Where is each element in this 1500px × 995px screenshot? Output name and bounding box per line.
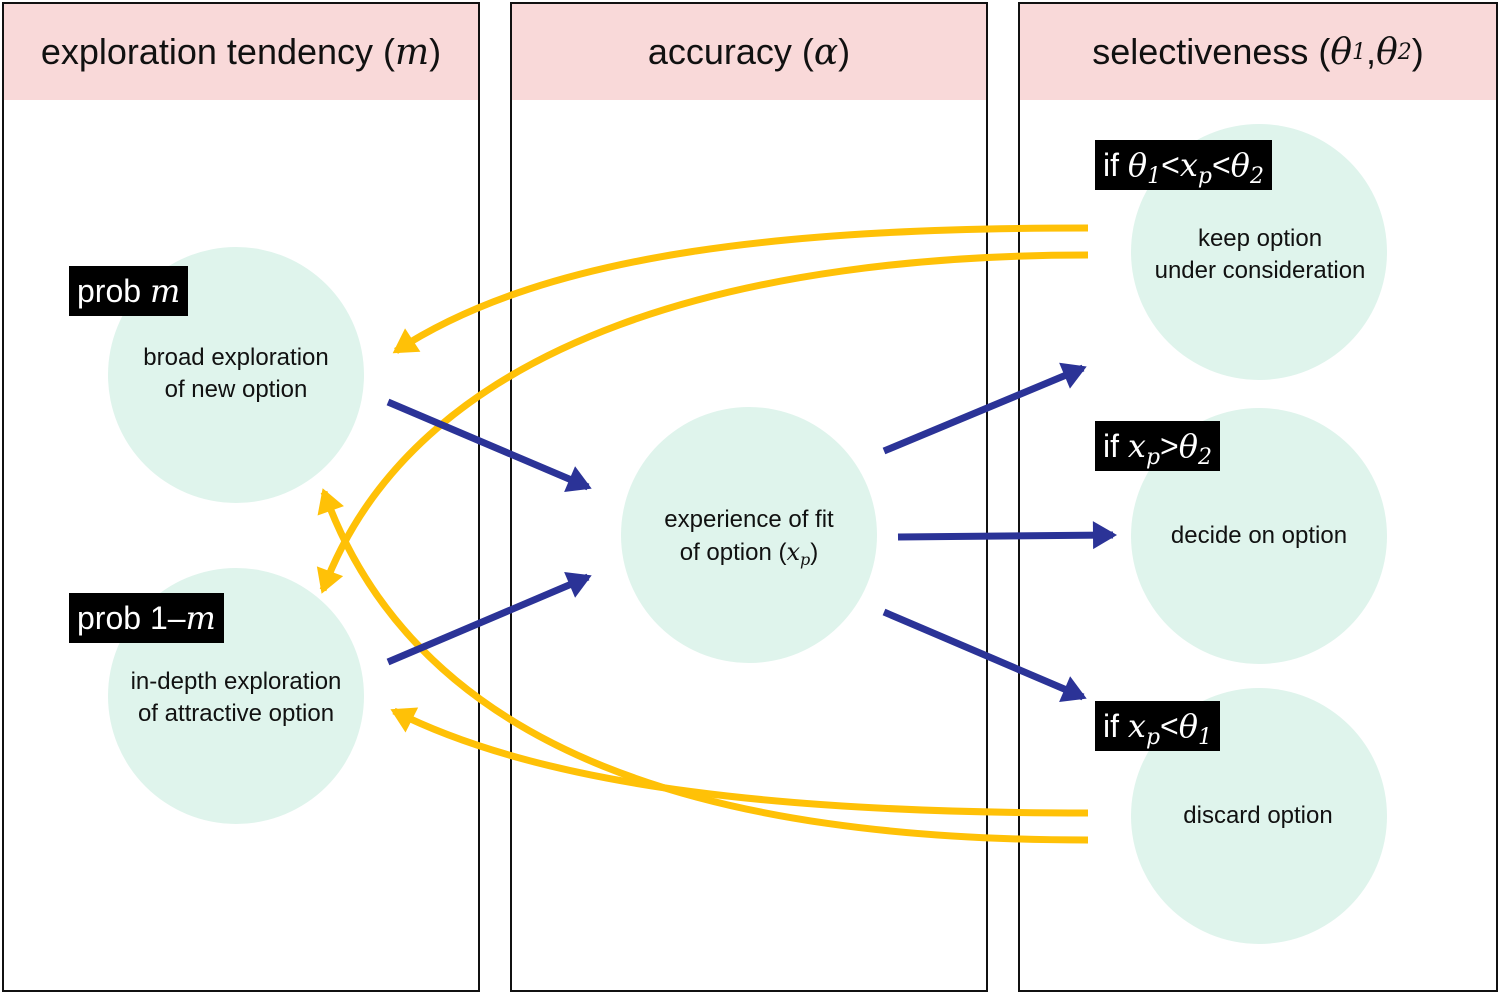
indepth-to-experience-arrow bbox=[386, 571, 592, 666]
exploration-panel: exploration tendency (m) bbox=[2, 2, 480, 992]
decide-condition-tag: if xp>θ2 bbox=[1095, 421, 1220, 471]
discard-to-broad-arrow bbox=[317, 488, 1089, 844]
accuracy-panel-title: accuracy (α) bbox=[512, 4, 986, 100]
prob-m-tag: prob m bbox=[69, 266, 189, 316]
experience-node bbox=[621, 407, 877, 663]
experience-to-discard-arrow bbox=[882, 608, 1087, 703]
keep-to-broad-arrow bbox=[392, 224, 1089, 354]
discard-to-indepth-arrow bbox=[390, 707, 1089, 817]
decide-option-label: decide on option bbox=[1170, 522, 1348, 549]
broad-to-experience-arrow bbox=[386, 398, 592, 493]
keep-to-indepth-arrow bbox=[316, 251, 1089, 594]
experience-label: experience of fit of option (xp) bbox=[664, 506, 834, 569]
discard-condition-tag: if xp<θ1 bbox=[1095, 701, 1220, 751]
experience-to-decide-arrow bbox=[897, 521, 1117, 550]
prob-1-minus-m-tag: prob 1–m bbox=[69, 593, 224, 643]
keep-option-label: keep option under consideration bbox=[1154, 225, 1366, 284]
indepth-exploration-label: in-depth exploration of attractive optio… bbox=[130, 668, 342, 727]
exploration-panel-title: exploration tendency (m) bbox=[4, 4, 478, 100]
discard-option-label: discard option bbox=[1183, 802, 1333, 829]
keep-condition-tag: if θ1<xp<θ2 bbox=[1095, 140, 1272, 190]
experience-to-keep-arrow bbox=[882, 362, 1087, 455]
broad-exploration-label: broad exploration of new option bbox=[143, 344, 329, 403]
